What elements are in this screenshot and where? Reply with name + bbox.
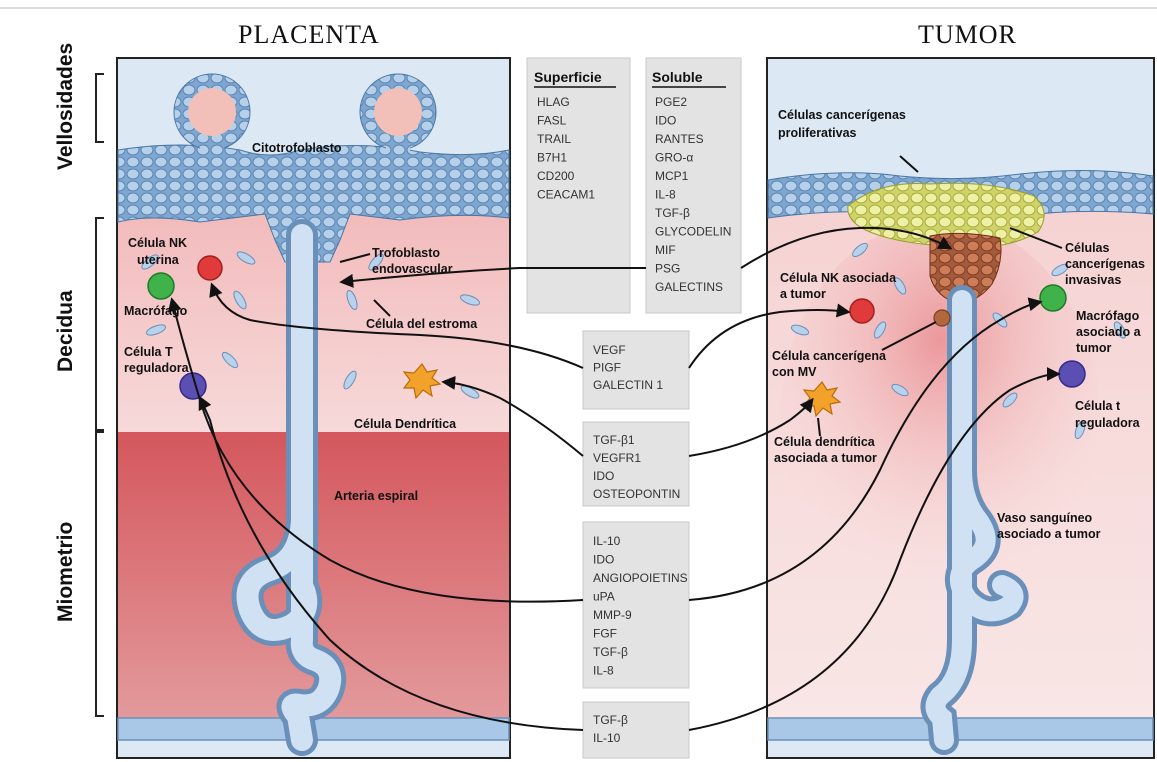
box-b3-item: IDO — [593, 553, 614, 567]
villus-right-core — [374, 88, 422, 136]
box-soluble-item: GLYCODELIN — [655, 225, 731, 239]
box-superficie-item: HLAG — [537, 95, 570, 109]
box-soluble-item: MCP1 — [655, 169, 689, 183]
label-arteria-espiral: Arteria espiral — [334, 489, 418, 503]
label-macrofago: Macrófago — [124, 304, 188, 318]
box-soluble-item: IDO — [655, 114, 676, 128]
tumor-mv-cell — [934, 310, 950, 326]
bracket-miometrio — [96, 432, 104, 716]
box-b4-item: IL-10 — [593, 731, 621, 745]
villus-left-stem — [200, 140, 224, 160]
box-superficie-item: B7H1 — [537, 151, 567, 165]
placenta-panel: PLACENTA — [117, 20, 510, 758]
label-tumor-nk-2: a tumor — [780, 287, 826, 301]
label-nk-uterina-1: Célula NK — [128, 236, 187, 250]
label-invasivas-2: cancerígenas — [1065, 257, 1145, 271]
box-soluble-item: PSG — [655, 262, 680, 276]
label-mv-2: con MV — [772, 365, 817, 379]
label-tumor-nk-1: Célula NK asociada — [780, 271, 897, 285]
placenta-macrophage-cell — [148, 273, 174, 299]
placenta-nk-cell — [198, 256, 222, 280]
label-proliferativas-1: Células cancerígenas — [778, 108, 906, 122]
box-soluble-item: RANTES — [655, 132, 704, 146]
label-vaso-2: asociado a tumor — [997, 527, 1101, 541]
villus-left-core — [188, 88, 236, 136]
center-boxes: Superficie HLAG FASL TRAIL B7H1CD200CEACAM1… — [527, 58, 741, 758]
box-b2-item: OSTEOPONTIN — [593, 487, 680, 501]
box-soluble-item: MIF — [655, 243, 676, 257]
tumor-title: TUMOR — [918, 20, 1017, 49]
tumor-nk-cell — [850, 299, 874, 323]
side-labels: Vellosidades Decidua Miometrio — [54, 43, 104, 716]
label-tumor-dendritica-2: asociada a tumor — [774, 451, 877, 465]
box-superficie-item: FASL — [537, 114, 567, 128]
box-b3-item: TGF-β — [593, 645, 628, 659]
label-proliferativas-2: proliferativas — [778, 126, 857, 140]
placenta-title: PLACENTA — [238, 20, 380, 49]
box-b3-item: MMP-9 — [593, 608, 632, 622]
label-invasivas-3: invasivas — [1065, 273, 1121, 287]
label-tumor-dendritica-1: Célula dendrítica — [774, 435, 876, 449]
box-b1-item: PIGF — [593, 361, 621, 375]
villus-right-stem — [386, 140, 410, 160]
box-b3-item: uPA — [593, 590, 615, 604]
label-estroma: Célula del estroma — [366, 317, 478, 331]
label-t-reg-2: reguladora — [124, 361, 190, 375]
tumor-base-vessel — [768, 718, 1153, 740]
box-superficie-header: Superficie — [534, 69, 602, 85]
label-tumor-macrofago-3: tumor — [1076, 341, 1112, 355]
label-tumor-macrofago-2: asociado a — [1076, 325, 1142, 339]
box-4 — [583, 702, 689, 758]
box-b3-item: IL-10 — [593, 534, 621, 548]
label-mv-1: Célula cancerígena — [772, 349, 887, 363]
box-soluble-header: Soluble — [652, 69, 703, 85]
label-tumor-macrofago-1: Macrófago — [1076, 309, 1140, 323]
label-dendritica: Célula Dendrítica — [354, 417, 457, 431]
label-vaso-1: Vaso sanguíneo — [997, 511, 1093, 525]
box-superficie-item: CD200 — [537, 169, 575, 183]
side-label-miometrio: Miometrio — [54, 522, 77, 622]
tumor-macrophage-cell — [1040, 285, 1066, 311]
box-b2-item: TGF-β1 — [593, 433, 635, 447]
box-soluble-item: PGE2 — [655, 95, 687, 109]
bracket-decidua — [96, 218, 104, 430]
label-tumor-treg-1: Célula t — [1075, 399, 1121, 413]
side-label-decidua: Decidua — [54, 290, 77, 372]
bracket-vellosidades — [96, 74, 104, 142]
box-b2-item: IDO — [593, 469, 614, 483]
box-b1-item: GALECTIN 1 — [593, 378, 663, 392]
label-t-reg-1: Célula T — [124, 345, 173, 359]
tumor-treg-cell — [1059, 361, 1085, 387]
box-b1-item: VEGF — [593, 343, 626, 357]
side-label-vellosidades: Vellosidades — [54, 43, 77, 170]
box-b4-item: TGF-β — [593, 713, 628, 727]
box-b2-item: VEGFR1 — [593, 451, 641, 465]
label-citotrofoblasto: Citotrofoblasto — [252, 141, 342, 155]
box-superficie-item: TRAIL — [537, 132, 571, 146]
box-soluble-item: GALECTINS — [655, 280, 723, 294]
label-invasivas-1: Células — [1065, 241, 1110, 255]
box-b3-item: IL-8 — [593, 664, 614, 678]
box-soluble-item: TGF-β — [655, 206, 690, 220]
box-superficie-item: CEACAM1 — [537, 188, 595, 202]
box-b3-item: FGF — [593, 627, 617, 641]
label-nk-uterina-2: uterina — [137, 253, 180, 267]
label-trofoblasto-1: Trofoblasto — [372, 246, 440, 260]
box-b3-item: ANGIOPOIETINS — [593, 571, 688, 585]
box-soluble-item: GRO-α — [655, 151, 693, 165]
tumor-panel: TUMOR Célu — [767, 20, 1154, 758]
box-soluble-item: IL-8 — [655, 188, 676, 202]
label-tumor-treg-2: reguladora — [1075, 416, 1141, 430]
